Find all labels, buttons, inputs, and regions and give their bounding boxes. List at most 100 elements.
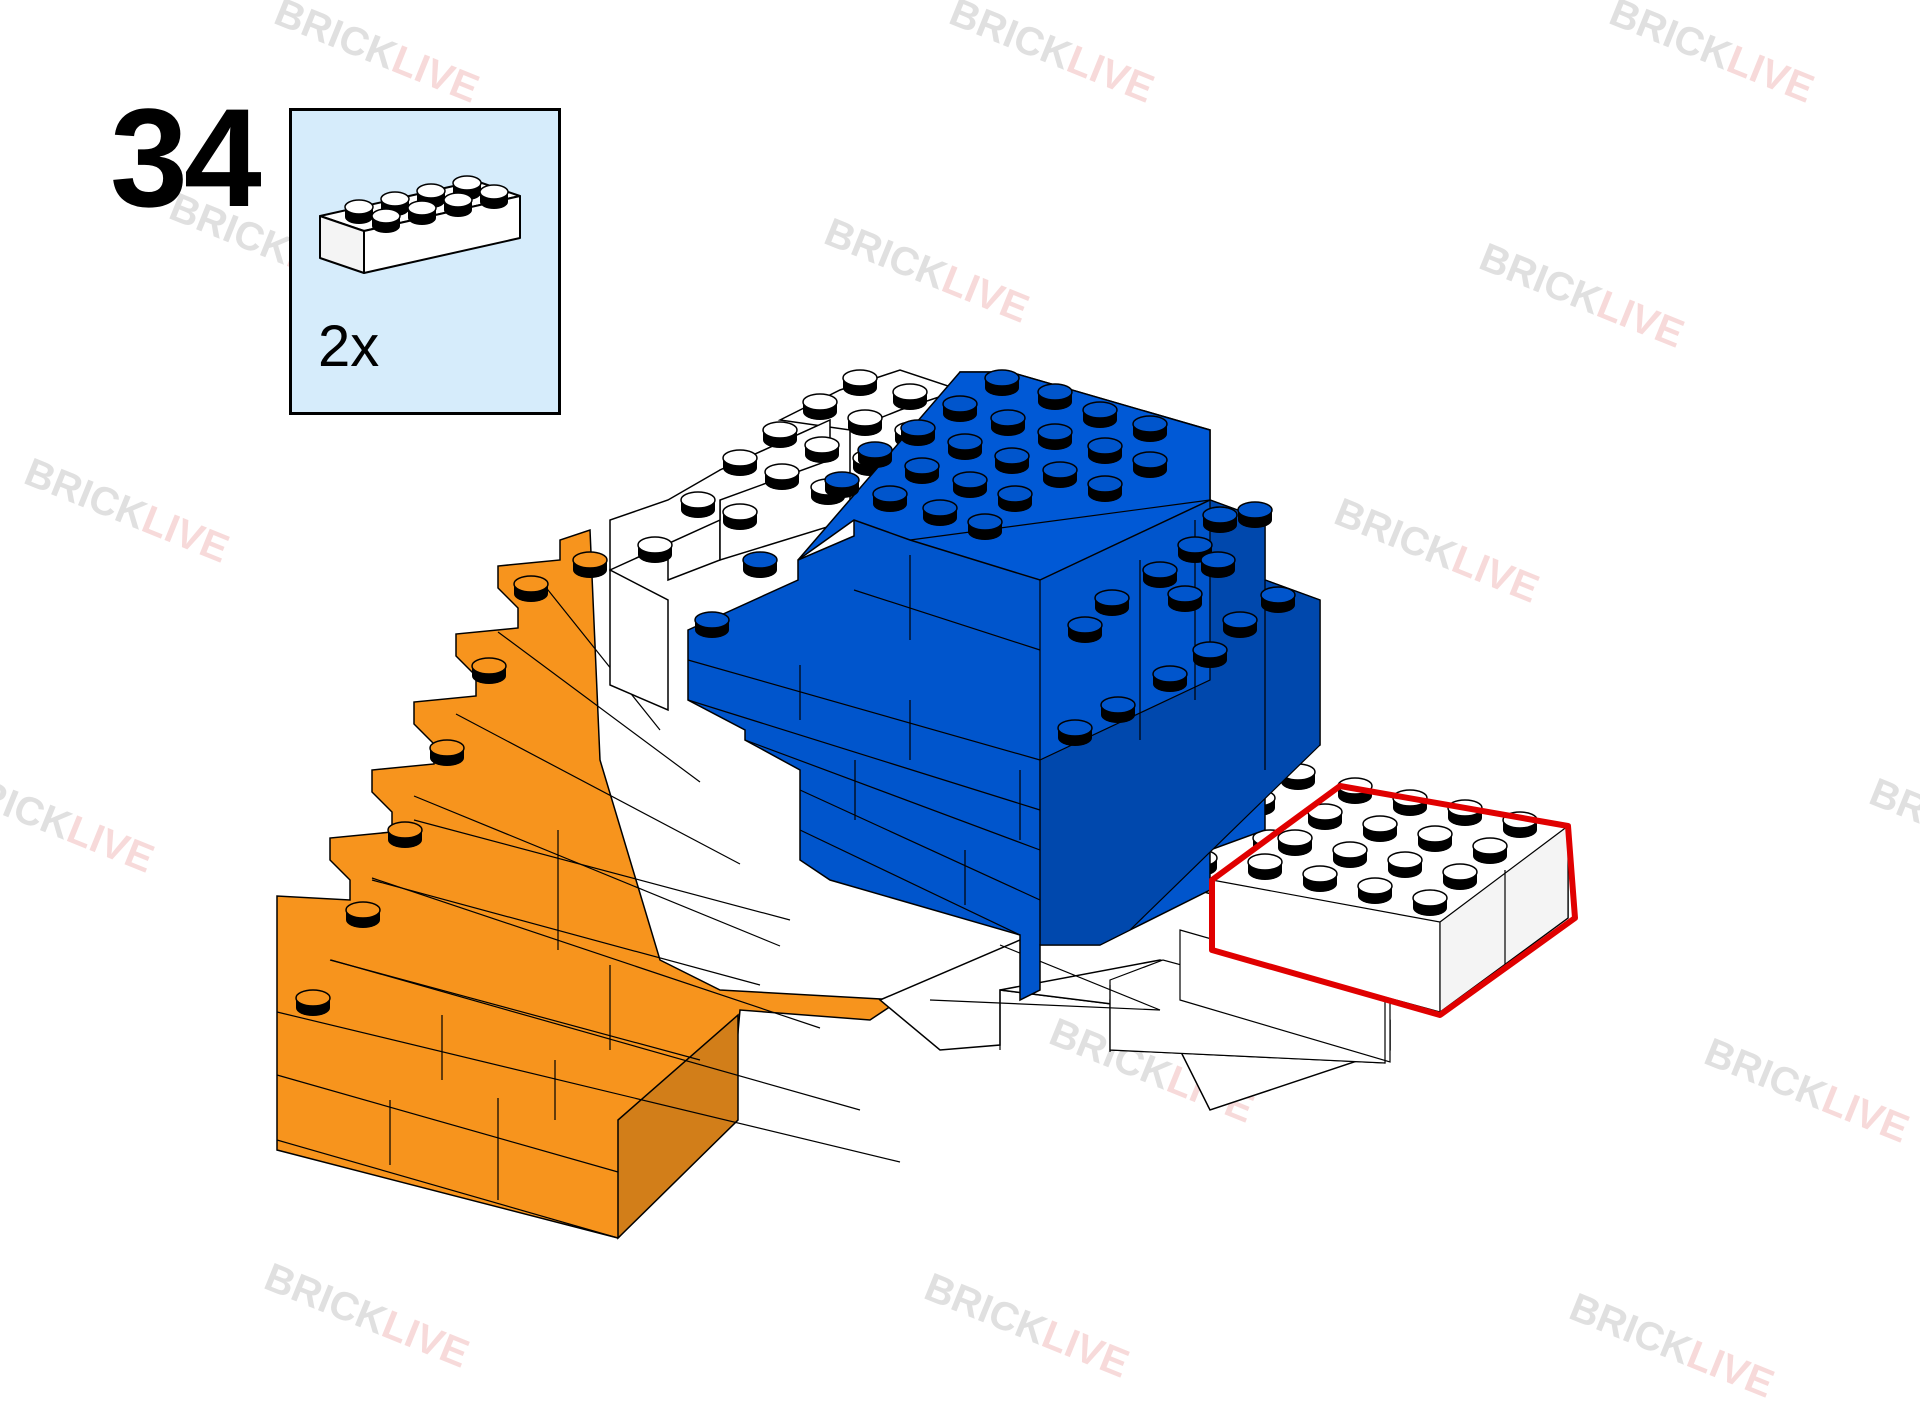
stud bbox=[471, 657, 507, 684]
brick-seam bbox=[929, 999, 1161, 1011]
stud bbox=[904, 457, 940, 484]
stud bbox=[1132, 415, 1168, 442]
step-number: 34 bbox=[110, 79, 262, 236]
stud bbox=[802, 393, 838, 420]
stud bbox=[1142, 561, 1178, 588]
stud bbox=[847, 409, 883, 436]
stud bbox=[1037, 383, 1073, 410]
parts-callout: 2x bbox=[289, 108, 561, 415]
brick-seam bbox=[276, 1139, 619, 1239]
blue-body bbox=[687, 369, 1321, 1002]
stud bbox=[742, 551, 778, 578]
stud bbox=[572, 551, 608, 578]
stud bbox=[892, 383, 928, 410]
stud bbox=[900, 419, 936, 446]
brick-seam bbox=[330, 959, 861, 1111]
stud bbox=[824, 471, 860, 498]
stud bbox=[1260, 586, 1296, 613]
brick-seam bbox=[497, 631, 701, 783]
brick-seam bbox=[276, 1074, 619, 1173]
stud bbox=[1037, 423, 1073, 450]
brick-seam bbox=[539, 579, 661, 731]
stud bbox=[1167, 585, 1203, 612]
brick-seam bbox=[909, 499, 1211, 541]
stud bbox=[872, 485, 908, 512]
brick-seam bbox=[371, 877, 821, 1029]
brick-seam bbox=[413, 819, 791, 921]
stud bbox=[722, 503, 758, 530]
stud bbox=[513, 575, 549, 602]
stud bbox=[984, 369, 1020, 396]
stud bbox=[1067, 616, 1103, 643]
stud bbox=[990, 409, 1026, 436]
stud bbox=[1277, 829, 1313, 856]
stud bbox=[764, 463, 800, 490]
stud bbox=[1087, 437, 1123, 464]
stud bbox=[952, 471, 988, 498]
stud bbox=[1302, 865, 1338, 892]
stud bbox=[1132, 451, 1168, 478]
stud bbox=[694, 611, 730, 638]
orange-staircase bbox=[276, 528, 903, 1240]
stud bbox=[1100, 696, 1136, 723]
stud bbox=[722, 449, 758, 476]
stud bbox=[345, 901, 381, 928]
stud bbox=[1307, 803, 1343, 830]
stud bbox=[295, 989, 331, 1016]
brick-seam bbox=[329, 959, 701, 1061]
brick-seam bbox=[799, 789, 1041, 901]
stud bbox=[1417, 825, 1453, 852]
brick-seam bbox=[687, 659, 1041, 761]
stud bbox=[842, 369, 878, 396]
stud bbox=[1087, 475, 1123, 502]
stud bbox=[1222, 611, 1258, 638]
stud bbox=[994, 447, 1030, 474]
stud bbox=[1412, 889, 1448, 916]
stud bbox=[1192, 641, 1228, 668]
brick-2x4-part-icon bbox=[319, 175, 521, 274]
brick-seam bbox=[276, 1011, 901, 1163]
part-quantity: 2x bbox=[318, 314, 380, 379]
brick-seam bbox=[744, 739, 1041, 851]
brick-seam bbox=[687, 699, 1041, 811]
stud bbox=[947, 433, 983, 460]
stud bbox=[1202, 506, 1238, 533]
stud bbox=[1247, 853, 1283, 880]
stud bbox=[857, 441, 893, 468]
stud bbox=[680, 491, 716, 518]
brick-seam bbox=[413, 795, 781, 947]
stud bbox=[1472, 837, 1508, 864]
highlight-outline bbox=[1209, 783, 1578, 1018]
new-brick-highlight bbox=[1209, 777, 1578, 1060]
model-illustration bbox=[276, 369, 1578, 1240]
stud bbox=[637, 536, 673, 563]
stud bbox=[762, 421, 798, 448]
stud bbox=[380, 191, 410, 216]
brick-seam bbox=[853, 589, 1041, 651]
stud bbox=[1332, 841, 1368, 868]
stud bbox=[1357, 877, 1393, 904]
stud bbox=[1387, 851, 1423, 878]
stud bbox=[1042, 461, 1078, 488]
stud bbox=[1442, 863, 1478, 890]
stud bbox=[387, 821, 423, 848]
stud bbox=[407, 200, 437, 225]
stud bbox=[1237, 501, 1273, 528]
stud bbox=[1200, 551, 1236, 578]
brick-seam bbox=[799, 829, 1021, 936]
stud bbox=[429, 739, 465, 766]
stud bbox=[443, 192, 473, 217]
brick-seam bbox=[371, 879, 761, 986]
stud bbox=[1152, 665, 1188, 692]
brick-seam bbox=[455, 713, 741, 865]
stud bbox=[1094, 589, 1130, 616]
stud bbox=[1057, 719, 1093, 746]
stud bbox=[942, 395, 978, 422]
stud bbox=[344, 199, 374, 224]
stud bbox=[479, 184, 509, 209]
stud bbox=[967, 513, 1003, 540]
stud bbox=[1362, 815, 1398, 842]
stud bbox=[371, 208, 401, 233]
stud bbox=[997, 485, 1033, 512]
stud bbox=[1082, 401, 1118, 428]
